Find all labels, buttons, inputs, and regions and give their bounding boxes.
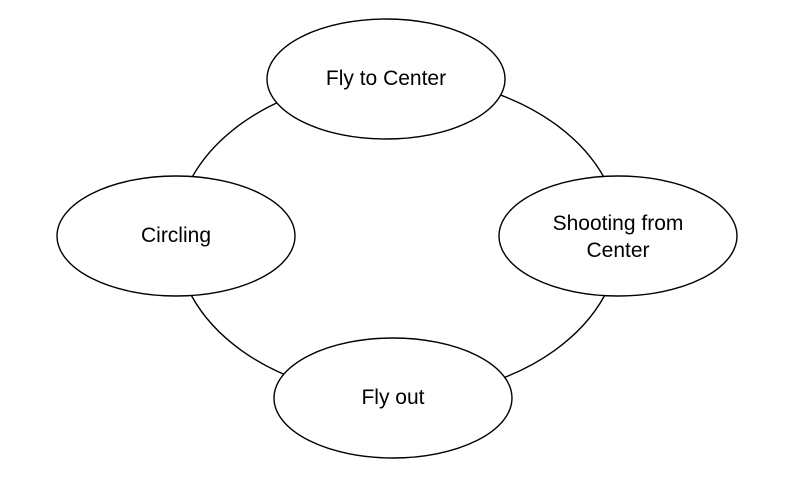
node-shooting-from-center-label-line1: Shooting from bbox=[553, 212, 684, 235]
node-fly-to-center-shape bbox=[266, 18, 506, 140]
node-circling: Circling bbox=[56, 175, 296, 297]
node-fly-to-center-label: Fly to Center bbox=[326, 67, 446, 90]
node-fly-out-label: Fly out bbox=[361, 386, 424, 409]
node-fly-out-shape bbox=[273, 337, 513, 459]
node-shooting-from-center-shape bbox=[498, 175, 738, 297]
node-fly-to-center: Fly to Center bbox=[266, 18, 506, 140]
node-circling-label: Circling bbox=[141, 224, 211, 247]
node-shooting-from-center-label-line2: Center bbox=[586, 239, 649, 262]
node-circling-shape bbox=[56, 175, 296, 297]
node-fly-out: Fly out bbox=[273, 337, 513, 459]
